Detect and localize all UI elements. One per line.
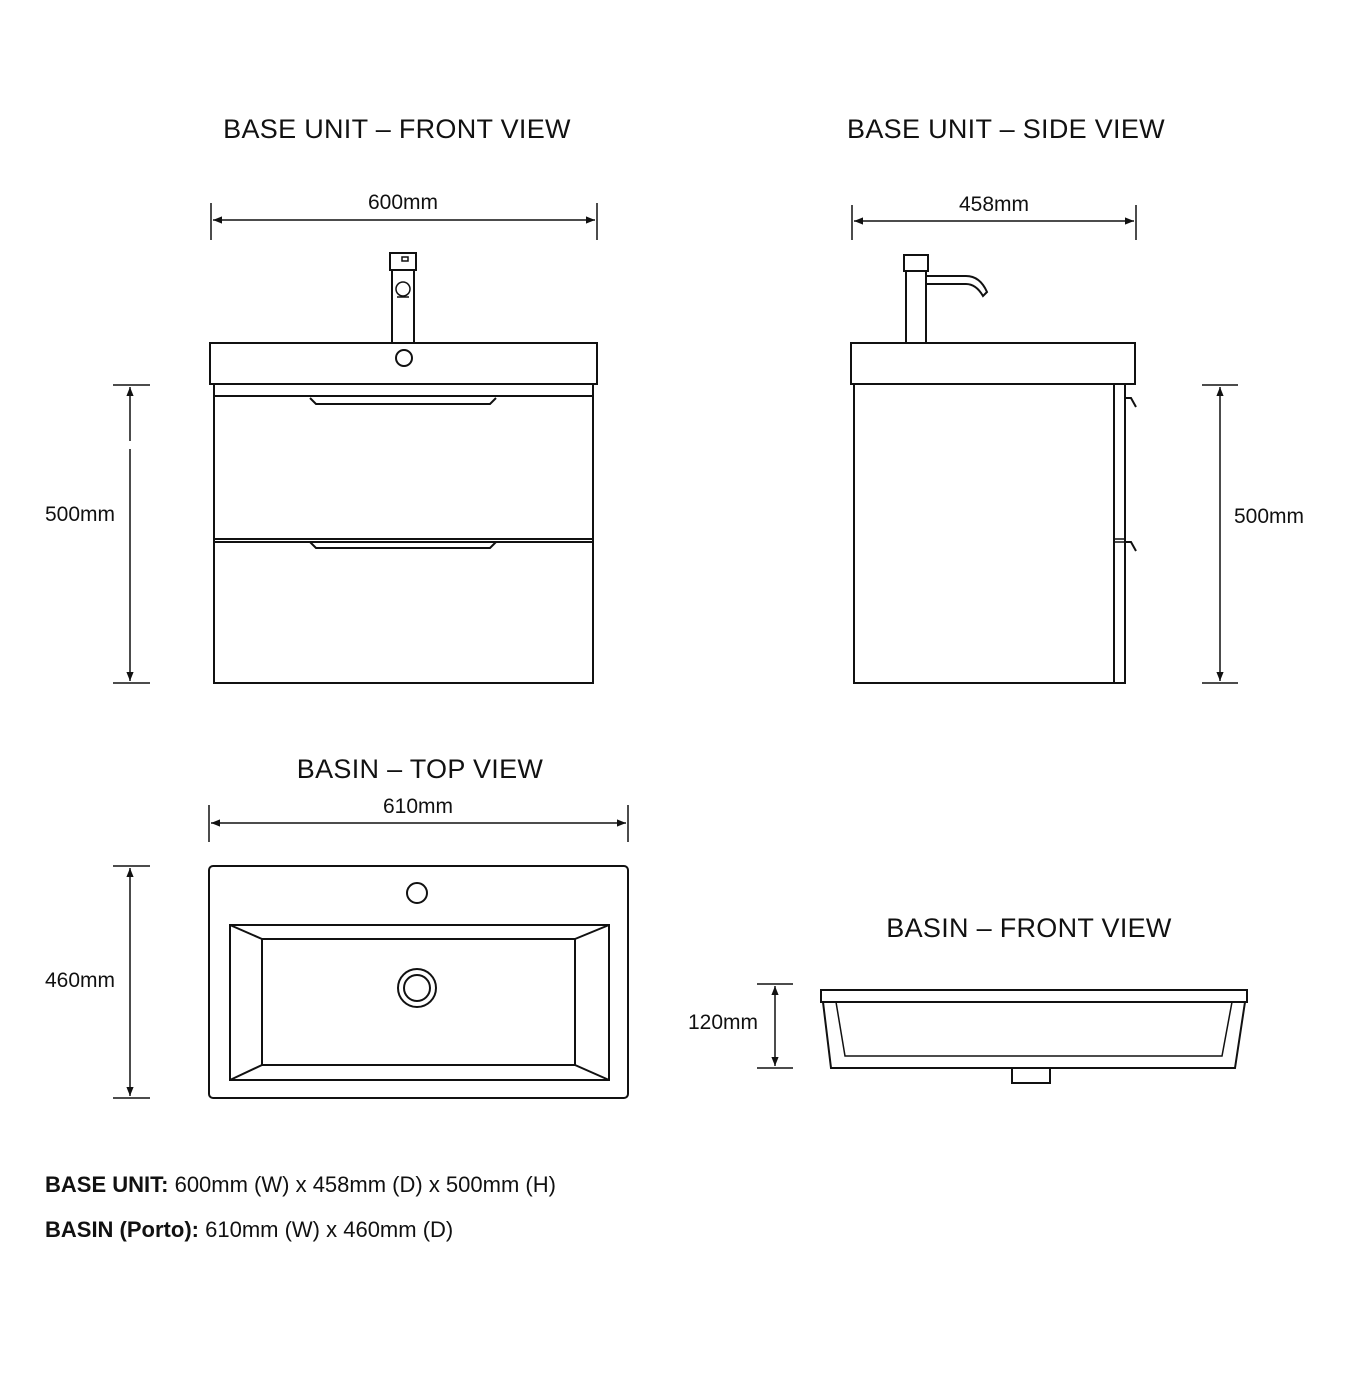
spec-base-unit: BASE UNIT: 600mm (W) x 458mm (D) x 500mm… bbox=[45, 1172, 556, 1198]
tap-side bbox=[903, 254, 989, 342]
spec-basin: BASIN (Porto): 610mm (W) x 460mm (D) bbox=[45, 1217, 453, 1243]
basin-front-height-dimension: 120mm bbox=[688, 983, 793, 1069]
basin-top-depth-label: 460mm bbox=[45, 969, 115, 992]
base-front-width-dimension: 600mm bbox=[210, 191, 598, 240]
base-front-height-label: 500mm bbox=[45, 503, 115, 526]
spec-basin-label: BASIN (Porto): bbox=[45, 1217, 199, 1242]
base-side-height-label: 500mm bbox=[1234, 505, 1304, 528]
tap-hole bbox=[395, 349, 413, 367]
basin-outline-top bbox=[208, 865, 629, 1099]
basin-rim-front bbox=[820, 989, 1248, 1003]
handle-side-bottom bbox=[1125, 541, 1137, 552]
basin-top-view: BASIN – TOP VIEW 610mm 460mm bbox=[45, 754, 629, 1099]
cabinet-front bbox=[213, 383, 594, 684]
basin-front-title: BASIN – FRONT VIEW bbox=[886, 913, 1172, 943]
basin-top-depth-dimension: 460mm bbox=[45, 865, 150, 1099]
base-unit-front-view: BASE UNIT – FRONT VIEW 600mm 500mm bbox=[45, 114, 598, 684]
cabinet-side bbox=[853, 383, 1126, 684]
spec-base-unit-label: BASE UNIT: bbox=[45, 1172, 169, 1197]
base-front-width-label: 600mm bbox=[368, 191, 438, 214]
spec-basin-value: 610mm (W) x 460mm (D) bbox=[205, 1217, 454, 1242]
basin-body-front bbox=[822, 1001, 1246, 1069]
basin-top-title: BASIN – TOP VIEW bbox=[297, 754, 544, 784]
tap-hole-top bbox=[406, 882, 428, 904]
basin-slab-side bbox=[850, 342, 1136, 385]
base-front-height-dimension: 500mm bbox=[45, 384, 150, 684]
spec-base-unit-value: 600mm (W) x 458mm (D) x 500mm (H) bbox=[174, 1172, 556, 1197]
drawer-handle-top bbox=[309, 397, 497, 405]
base-unit-side-view: BASE UNIT – SIDE VIEW 458mm 500mm bbox=[847, 114, 1304, 684]
base-front-title: BASE UNIT – FRONT VIEW bbox=[223, 114, 571, 144]
basin-front-view: BASIN – FRONT VIEW 120mm bbox=[688, 913, 1248, 1084]
base-side-title: BASE UNIT – SIDE VIEW bbox=[847, 114, 1165, 144]
base-side-depth-label: 458mm bbox=[959, 193, 1029, 216]
basin-top-width-dimension: 610mm bbox=[208, 795, 629, 842]
basin-top-width-label: 610mm bbox=[383, 795, 453, 818]
drain-outer bbox=[397, 968, 437, 1008]
bowl-outer bbox=[229, 924, 610, 1081]
basin-front-height-label: 120mm bbox=[688, 1011, 758, 1034]
base-side-height-dimension: 500mm bbox=[1202, 384, 1304, 684]
basin-waste-front bbox=[1011, 1067, 1051, 1084]
tap-front bbox=[389, 252, 417, 342]
drain-inner bbox=[403, 974, 431, 1002]
base-side-depth-dimension: 458mm bbox=[851, 193, 1137, 240]
handle-side-top bbox=[1125, 397, 1137, 408]
drawer-handle-bottom bbox=[309, 541, 497, 549]
bowl-inner bbox=[261, 938, 576, 1066]
